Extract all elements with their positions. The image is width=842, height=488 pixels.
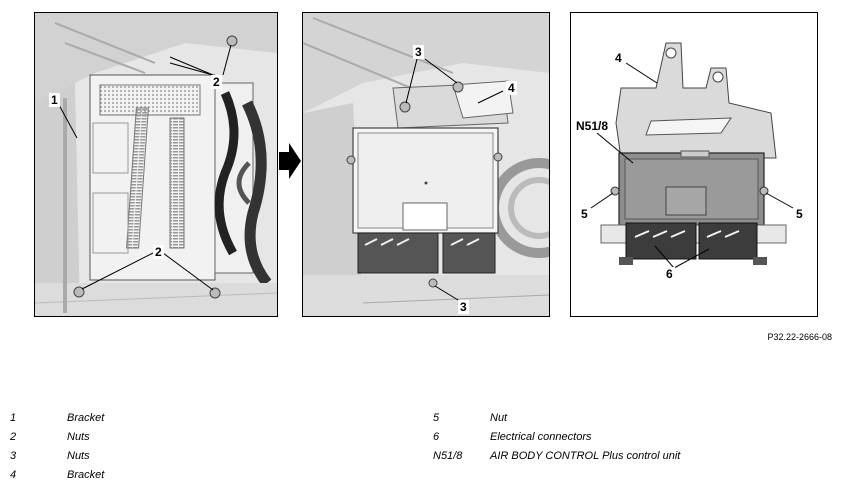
callout-3-bottom: 3 [458,300,469,314]
legend-label: Nuts [67,431,90,443]
callout-5-right: 5 [794,207,805,221]
next-step-arrow-icon [279,143,301,179]
legend-label: Nuts [67,450,90,462]
legend-key: N51/8 [433,450,463,462]
callout-n51-8: N51/8 [574,119,611,133]
callout-6: 6 [664,267,675,281]
legend-key: 1 [10,412,17,424]
control-unit-detail-illustration [571,13,817,316]
legend-label: Bracket [67,469,105,481]
legend-label: Nut [490,412,508,424]
legend-label: Electrical connectors [490,431,592,443]
illustration-panel-1: 1 2 2 [34,12,278,317]
callout-2-bottom: 2 [153,245,164,259]
callout-2-top: 2 [211,75,222,89]
control-unit-in-vehicle-illustration [303,13,549,316]
callout-3-top: 3 [413,45,424,59]
legend-key: 2 [10,431,17,443]
figure-reference-code: P32.22-2666-08 [767,332,832,342]
bracket-module-illustration [35,13,277,316]
callout-5-left: 5 [579,207,590,221]
legend-label: Bracket [67,412,105,424]
illustration-panel-2: 3 4 3 [302,12,550,317]
legend-key: 6 [433,431,440,443]
callout-4: 4 [506,81,517,95]
legend-key: 3 [10,450,17,462]
illustration-panel-3: 4 N51/8 5 5 6 [570,12,818,317]
callout-4-detail: 4 [613,51,624,65]
legend-key: 4 [10,469,17,481]
legend-label: AIR BODY CONTROL Plus control unit [490,450,681,462]
legend-key: 5 [433,412,440,424]
callout-1: 1 [49,93,60,107]
